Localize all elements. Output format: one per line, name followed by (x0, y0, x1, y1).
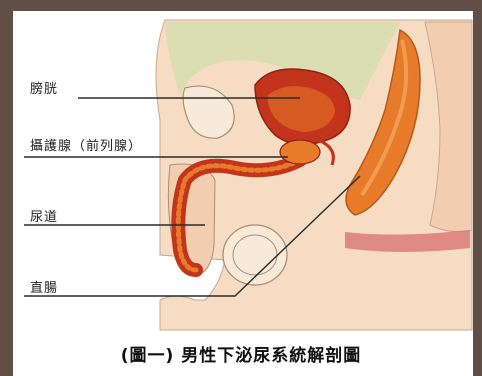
bladder-label: 膀胱 (30, 78, 58, 97)
figure-caption: (圖一) 男性下泌尿系統解剖圖 (0, 341, 482, 366)
urethra-label: 尿道 (30, 206, 58, 225)
prostate-gland (280, 140, 320, 164)
prostate-label: 攝護腺（前列腺） (30, 135, 142, 154)
rectum-label: 直腸 (30, 277, 58, 296)
